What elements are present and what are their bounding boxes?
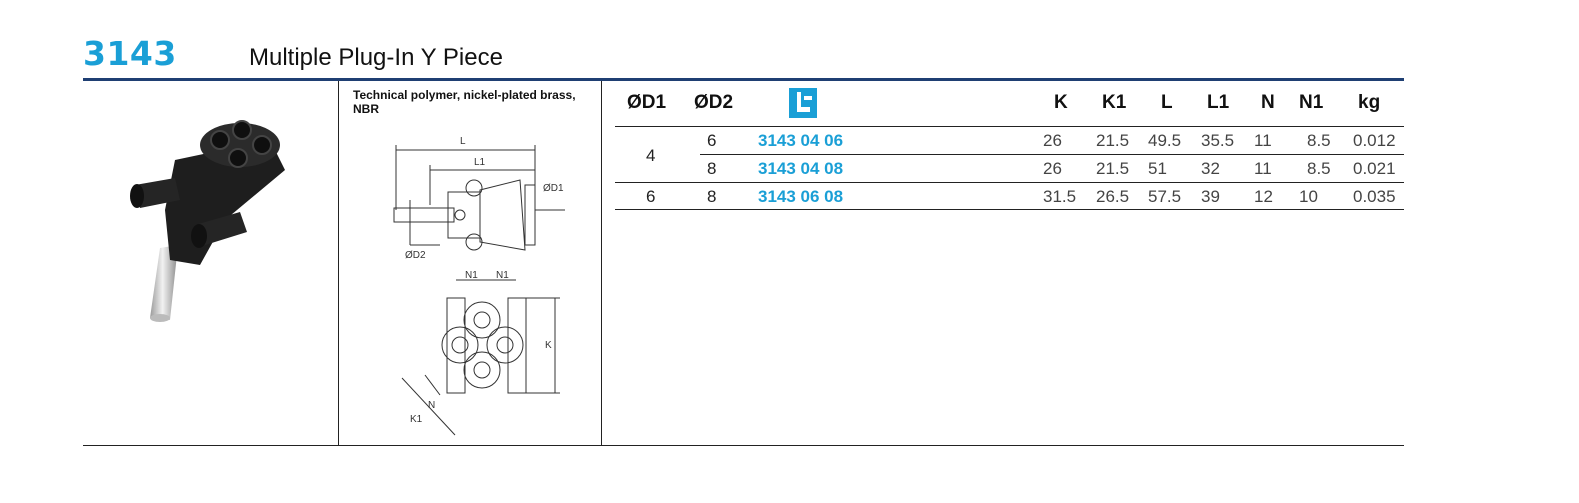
product-code: 3143 bbox=[83, 34, 177, 73]
drawing-label-N1-right: N1 bbox=[496, 270, 509, 281]
drawing-label-L1: L1 bbox=[474, 157, 486, 168]
group-divider bbox=[615, 182, 1404, 183]
cell-d2: 6 bbox=[707, 131, 717, 150]
cell-l: 51 bbox=[1148, 159, 1167, 178]
column-divider-2 bbox=[601, 81, 602, 445]
cell-kg: 0.035 bbox=[1353, 187, 1396, 206]
cell-k1: 26.5 bbox=[1096, 187, 1130, 206]
cell-d2: 8 bbox=[707, 159, 717, 178]
cell-n1: 10 bbox=[1299, 187, 1318, 206]
drawing-label-D2: ØD2 bbox=[405, 250, 426, 261]
drawing-label-L: L bbox=[460, 136, 466, 147]
material-description: Technical polymer, nickel-plated brass, … bbox=[353, 88, 576, 116]
cell-k1: 21.5 bbox=[1096, 131, 1130, 150]
cell-l: 57.5 bbox=[1148, 187, 1182, 206]
technical-drawing: L L1 ØD1 ØD2 N1 N1 K N K1 bbox=[393, 136, 565, 436]
header-divider bbox=[615, 126, 1404, 127]
cell-kg: 0.012 bbox=[1353, 131, 1396, 150]
header-rule bbox=[83, 78, 1404, 81]
cell-l: 49.5 bbox=[1148, 131, 1182, 150]
cell-k: 31.5 bbox=[1043, 187, 1077, 206]
footer-rule bbox=[83, 445, 1404, 446]
header-k: K bbox=[1054, 92, 1068, 113]
drawing-label-N1-left: N1 bbox=[465, 270, 478, 281]
product-photo bbox=[130, 120, 285, 322]
row-divider bbox=[700, 154, 1404, 155]
column-divider-1 bbox=[338, 81, 339, 445]
cell-k: 26 bbox=[1043, 131, 1062, 150]
article-number[interactable]: 3143 04 06 bbox=[758, 131, 844, 150]
group-d1: 6 bbox=[646, 187, 656, 206]
table-bottom-rule bbox=[615, 209, 1404, 210]
header-l1: L1 bbox=[1207, 92, 1230, 113]
drawing-label-K1: K1 bbox=[410, 414, 423, 425]
cell-l1: 32 bbox=[1201, 159, 1220, 178]
cell-n: 11 bbox=[1254, 131, 1272, 150]
drawing-label-K: K bbox=[545, 340, 552, 351]
group-d1: 4 bbox=[646, 146, 656, 165]
cell-l1: 35.5 bbox=[1201, 131, 1235, 150]
header-n: N bbox=[1261, 92, 1275, 113]
header-d1: ØD1 bbox=[627, 92, 667, 113]
reference-icon bbox=[789, 88, 817, 118]
cell-kg: 0.021 bbox=[1353, 159, 1396, 178]
drawing-label-N: N bbox=[428, 400, 435, 411]
cell-n1: 8.5 bbox=[1307, 131, 1331, 150]
header-k1: K1 bbox=[1102, 92, 1127, 113]
cell-n: 12 bbox=[1254, 187, 1273, 206]
cell-d2: 8 bbox=[707, 187, 717, 206]
article-number[interactable]: 3143 04 08 bbox=[758, 159, 844, 178]
cell-k: 26 bbox=[1043, 159, 1062, 178]
cell-l1: 39 bbox=[1201, 187, 1220, 206]
header-d2: ØD2 bbox=[694, 92, 734, 113]
header-kg: kg bbox=[1358, 92, 1381, 113]
header-l: L bbox=[1161, 92, 1173, 113]
article-number[interactable]: 3143 06 08 bbox=[758, 187, 844, 206]
cell-n: 11 bbox=[1254, 159, 1272, 178]
header-n1: N1 bbox=[1299, 92, 1324, 113]
cell-k1: 21.5 bbox=[1096, 159, 1130, 178]
drawing-label-D1: ØD1 bbox=[543, 183, 564, 194]
product-title: Multiple Plug-In Y Piece bbox=[249, 44, 503, 71]
cell-n1: 8.5 bbox=[1307, 159, 1331, 178]
